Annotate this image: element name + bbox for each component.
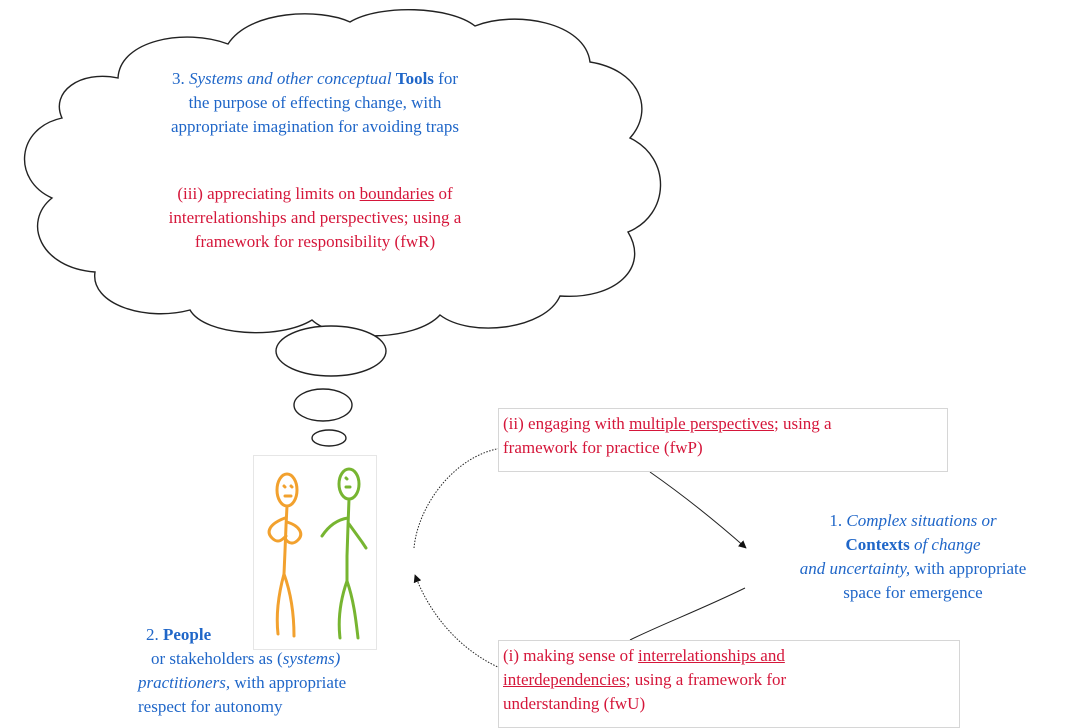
tools-line-2: the purpose of effecting change, with	[188, 93, 442, 112]
contexts-italic-3: and uncertainty,	[799, 559, 911, 578]
responsibility-suffix: of	[438, 184, 453, 203]
contexts-text: 1. Complex situations or Contexts of cha…	[748, 509, 1073, 605]
people-line-1: 2. People	[138, 623, 458, 647]
tools-line-1: 3. Systems and other conceptual Tools fo…	[95, 67, 535, 91]
arrow-people-to-box-ii	[413, 447, 503, 549]
contexts-number: 1.	[829, 511, 843, 530]
people-line-3-after: with appropriate	[234, 673, 347, 692]
responsibility-text: (iii) appreciating limits on boundaries …	[95, 182, 535, 254]
tools-after: for	[438, 69, 458, 88]
understanding-line-2: interdependencies; using a framework for	[503, 668, 955, 692]
contexts-line-1: 1. Complex situations or	[748, 509, 1073, 533]
contexts-line-4: space for emergence	[843, 583, 983, 602]
contexts-bold: Contexts	[845, 535, 910, 554]
tools-italic: Systems and other conceptual	[189, 69, 392, 88]
tools-text: 3. Systems and other conceptual Tools fo…	[95, 67, 535, 139]
thought-bubble-small	[311, 429, 347, 447]
practice-prefix: (ii) engaging with	[503, 414, 625, 433]
understanding-line-1: (i) making sense of interrelationships a…	[503, 644, 955, 668]
practice-suffix: ; using a	[774, 414, 832, 433]
responsibility-prefix: (iii) appreciating limits on	[177, 184, 356, 203]
tools-dot: .	[180, 69, 185, 88]
understanding-prefix: (i) making sense of	[503, 646, 634, 665]
tools-bold: Tools	[395, 69, 434, 88]
understanding-line-3: understanding (fwU)	[503, 694, 646, 713]
thought-cloud	[24, 9, 662, 337]
boundaries-link[interactable]: boundaries	[359, 184, 435, 203]
people-bold: People	[163, 625, 212, 644]
practice-box: (ii) engaging with multiple perspectives…	[498, 408, 948, 472]
orange-stick-figure	[267, 472, 303, 638]
people-text: 2. People or stakeholders as (systems) p…	[138, 623, 458, 719]
people-line-2: or stakeholders as (systems)	[138, 647, 458, 671]
responsibility-line-2: interrelationships and perspectives; usi…	[168, 208, 462, 227]
practice-line-1: (ii) engaging with multiple perspectives…	[503, 412, 943, 436]
people-number: 2.	[146, 625, 159, 644]
arrow-box-i-to-people	[413, 574, 501, 669]
interrelationships-link[interactable]: interrelationships and	[638, 646, 785, 665]
people-line-2-italic: systems)	[282, 649, 341, 668]
understanding-suffix: ; using a framework for	[625, 670, 787, 689]
contexts-after-3: with appropriate	[914, 559, 1027, 578]
people-line-4: respect for autonomy	[138, 697, 283, 716]
people-line-3: practitioners, with appropriate	[138, 671, 458, 695]
green-stick-figure	[320, 467, 368, 640]
contexts-line-2: Contexts of change	[748, 533, 1073, 557]
responsibility-line-3: framework for responsibility (fwR)	[194, 232, 436, 251]
contexts-line-3: and uncertainty, with appropriate	[748, 557, 1073, 581]
thought-bubble-medium	[293, 388, 353, 422]
thought-bubble-large	[275, 325, 387, 377]
interdependencies-link[interactable]: interdependencies	[503, 670, 626, 689]
multiple-perspectives-link[interactable]: multiple perspectives	[629, 414, 774, 433]
people-line-3-italic: practitioners,	[138, 673, 231, 692]
people-line-2-pre: or stakeholders as (	[151, 649, 283, 668]
practice-line-2: framework for practice (fwP)	[503, 438, 703, 457]
tools-number: 3	[172, 69, 181, 88]
responsibility-line-1: (iii) appreciating limits on boundaries …	[95, 182, 535, 206]
contexts-italic-1: Complex situations or	[846, 511, 997, 530]
tools-line-3: appropriate imagination for avoiding tra…	[171, 117, 459, 136]
contexts-italic-2: of change	[913, 535, 981, 554]
arrow-contexts-to-box-i	[629, 587, 746, 641]
practitioners-illustration	[253, 455, 377, 650]
understanding-box: (i) making sense of interrelationships a…	[498, 640, 960, 728]
arrow-box-ii-to-contexts	[649, 471, 747, 549]
